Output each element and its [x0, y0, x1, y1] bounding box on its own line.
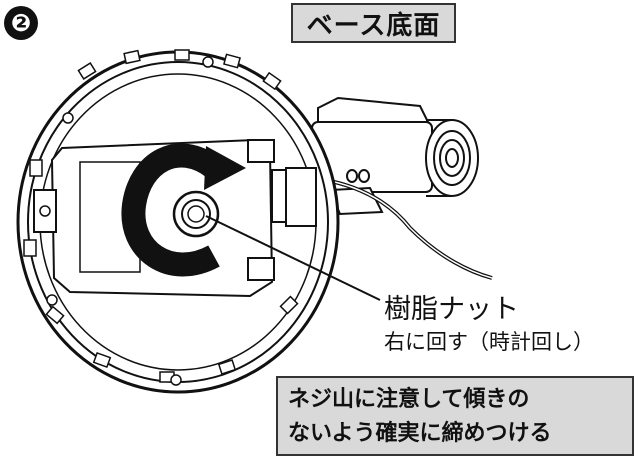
- step-number-badge: ❷: [4, 6, 38, 40]
- caution-line-1: ネジ山に注意して傾きの: [288, 387, 530, 412]
- camera-body: [311, 96, 479, 216]
- caution-line-2: ないよう確実に締めつける: [288, 421, 552, 446]
- caution-box: ネジ山に注意して傾きの ないよう確実に締めつける: [276, 376, 634, 456]
- title-box: ベース底面: [291, 3, 456, 43]
- base-plate: [16, 49, 340, 394]
- direction-label: 右に回す（時計回し）: [384, 330, 594, 354]
- resin-nut: [172, 190, 220, 238]
- leader-line: [205, 215, 381, 301]
- part-label: 樹脂ナット: [384, 294, 519, 325]
- clockwise-arrow-icon: [121, 143, 246, 277]
- title-text: ベース底面: [306, 10, 441, 41]
